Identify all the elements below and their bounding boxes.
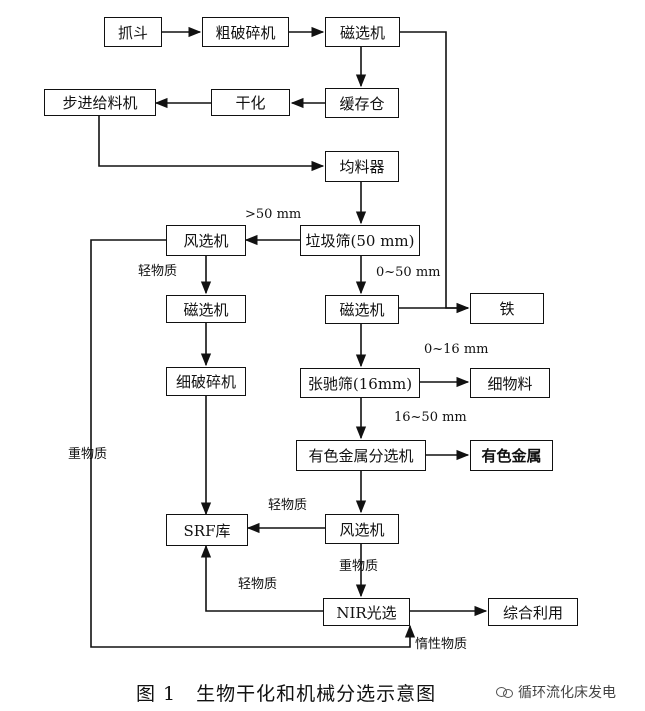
- node-coarse-crusher: 粗破碎机: [202, 17, 289, 47]
- label-heavy-material-left: 重物质: [68, 447, 108, 462]
- node-nonferrous-separator: 有色金属分选机: [296, 440, 426, 471]
- node-magnetic-separator-1: 磁选机: [325, 17, 400, 47]
- label-16-50mm: 16~50 mm: [394, 410, 467, 425]
- node-comprehensive-use: 综合利用: [488, 598, 578, 626]
- arrow-feeder-to-homogenizer: [98, 116, 325, 172]
- node-step-feeder: 步进给料机: [44, 89, 156, 116]
- node-fine-material: 细物料: [470, 368, 550, 398]
- label-0-16mm: 0~16 mm: [424, 342, 489, 357]
- node-nonferrous-metal: 有色金属: [470, 440, 553, 471]
- node-srf-store: SRF库: [166, 514, 248, 546]
- node-dry: 干化: [211, 89, 290, 116]
- node-grab-bucket: 抓斗: [104, 17, 162, 47]
- figure-caption: 图 1 生物干化和机械分选示意图: [136, 683, 437, 705]
- watermark: 循环流化床发电: [496, 682, 616, 702]
- label-heavy-material-2: 重物质: [339, 559, 379, 574]
- label-light-material-2: 轻物质: [268, 498, 308, 513]
- node-magnetic-separator-2: 磁选机: [166, 295, 246, 323]
- label-gt-50mm: >50 mm: [245, 207, 302, 222]
- watermark-text: 循环流化床发电: [518, 685, 616, 701]
- node-trommel-50: 垃圾筛(50 mm): [300, 225, 420, 256]
- wechat-icon: [496, 685, 514, 699]
- label-inert-material: 惰性物质: [415, 637, 468, 652]
- label-0-50mm: 0~50 mm: [376, 265, 441, 280]
- node-air-classifier-2: 风选机: [325, 514, 399, 544]
- node-nir-sort: NIR光选: [323, 598, 410, 626]
- node-tension-screen: 张驰筛(16mm): [300, 368, 420, 398]
- arrow-heavy-to-nir: [90, 239, 416, 648]
- node-homogenizer: 均料器: [325, 151, 399, 182]
- arrow-nir-to-srf: [200, 544, 323, 612]
- node-air-classifier-1: 风选机: [166, 225, 246, 256]
- label-light-material-3: 轻物质: [238, 577, 278, 592]
- node-buffer-bin: 缓存仓: [325, 88, 399, 118]
- label-light-material-1: 轻物质: [138, 264, 178, 279]
- node-fine-crusher: 细破碎机: [166, 367, 246, 396]
- node-magnetic-separator-3: 磁选机: [325, 295, 399, 324]
- node-iron: 铁: [470, 293, 544, 324]
